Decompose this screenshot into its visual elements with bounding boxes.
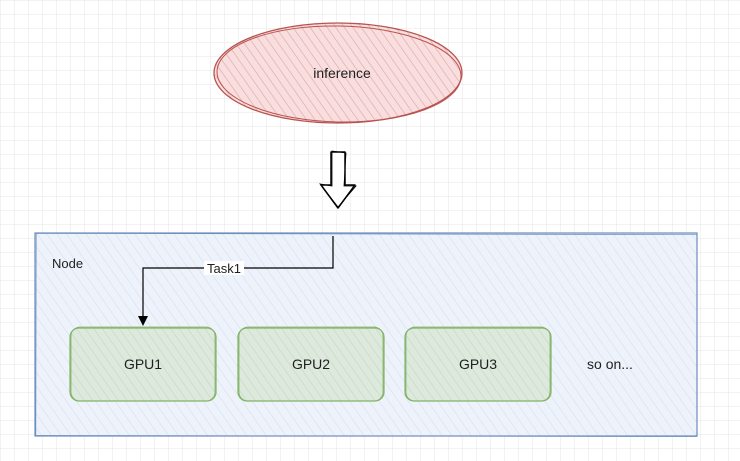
gpu2-border-sketch [238,326,384,402]
task1-edge-label-bg [204,261,244,275]
gpu3-border-sketch [405,326,551,402]
gpu1-border-sketch [70,326,216,402]
gpu1-label: GPU1 [124,356,162,372]
inference-ellipse-stroke-1 [213,22,463,124]
gpu2-box[interactable]: GPU2 [237,326,385,402]
task1-edge[interactable]: Task1 [138,236,334,326]
inference-ellipse-fill [214,23,462,123]
more-gpus-label: so on... [587,356,633,372]
gpu1-box[interactable]: GPU1 [69,326,217,402]
gpu2-label: GPU2 [292,356,330,372]
inference-ellipse-stroke-2 [216,25,462,123]
gpu3-fill [405,328,551,401]
inference-label: inference [313,65,371,81]
gpu2-fill [238,328,384,401]
node-container-border-sketch [35,233,698,437]
task1-edge-label: Task1 [207,261,241,276]
node-label: Node [52,256,83,271]
gpu3-box[interactable]: GPU3 [404,326,552,402]
flow-down-arrow [319,150,357,209]
gpu1-fill [70,328,216,401]
gpu3-label: GPU3 [459,356,497,372]
inference-node[interactable]: inference [213,22,463,125]
